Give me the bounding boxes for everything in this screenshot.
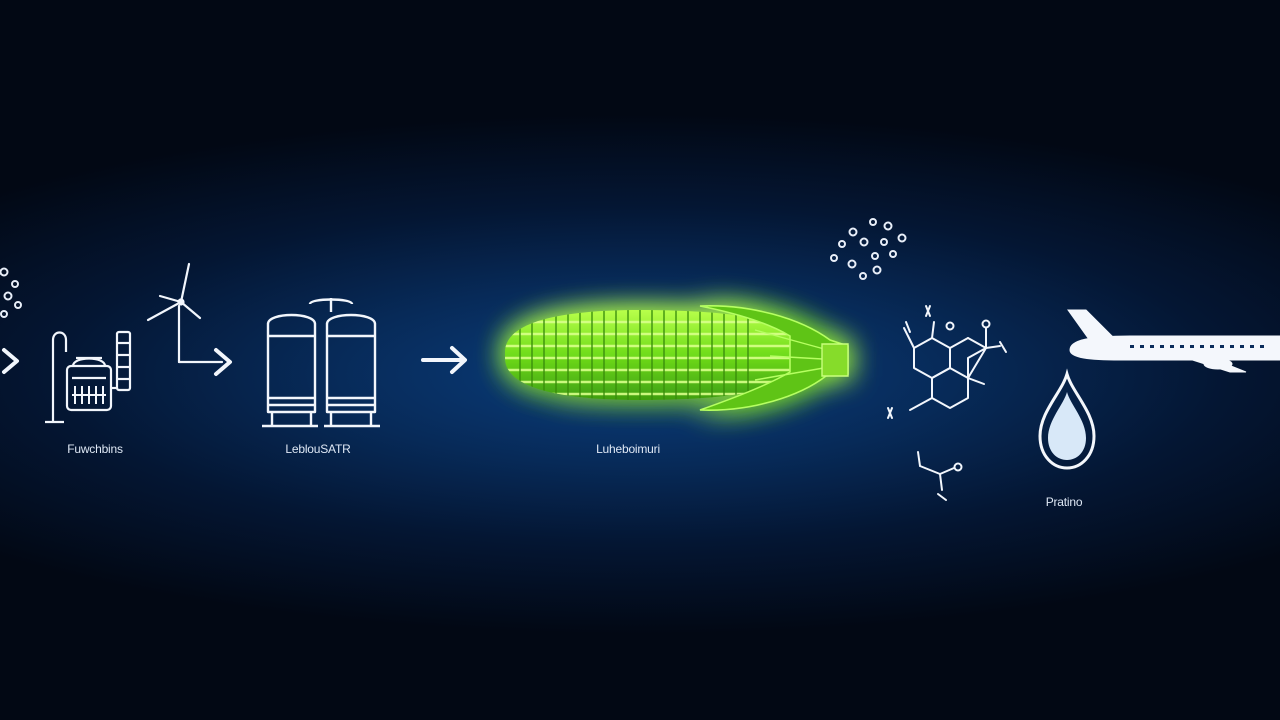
- arrow-right-icon: [2, 348, 19, 374]
- stage-label-5: Pratino: [1045, 495, 1083, 509]
- bubbles-icon: [830, 218, 907, 280]
- arrow-right-icon: [421, 346, 467, 374]
- fuel-drop-icon: [1038, 368, 1096, 470]
- wind-turbine-icon: [146, 262, 224, 364]
- stage-label-3: Luheboimuri: [596, 442, 660, 456]
- corn-icon: [505, 305, 849, 411]
- storage-tanks-icon: [262, 298, 380, 428]
- arrow-right-icon: [214, 348, 232, 376]
- bubbles-icon: [0, 267, 22, 318]
- molecule-icon: [887, 305, 1007, 501]
- airplane-icon: [1067, 309, 1280, 373]
- fermentation-tank-icon: [45, 330, 132, 424]
- stage-label-2: LeblouSATR: [285, 442, 351, 456]
- stage-label-1: Fuwchbins: [67, 442, 123, 456]
